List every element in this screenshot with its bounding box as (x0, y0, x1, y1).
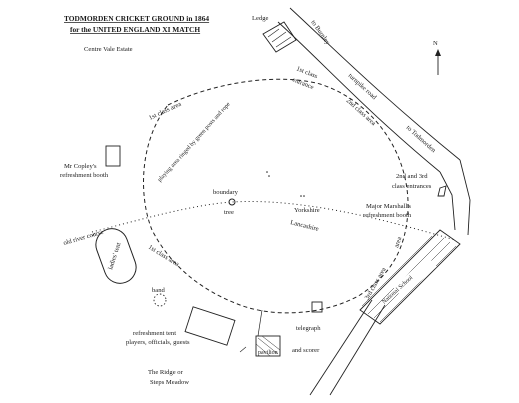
map-title: TODMORDEN CRICKET GROUND in 1864 (64, 14, 209, 23)
marshall-label-2: refreshment booth (363, 212, 412, 219)
entrances-label-2: class entrances (392, 183, 432, 190)
pavilion-label: pavilion (258, 350, 278, 356)
refresh-tent-label-2: players, officials, guests (126, 339, 190, 346)
copley-label-2: refreshment booth (60, 172, 109, 179)
boundary-label: boundary (213, 189, 239, 196)
ledge-label: Ledge (252, 15, 269, 22)
entrances-label-1: 2nd and 3rd (396, 173, 428, 180)
copley-label-1: Mr Copley's (64, 163, 97, 170)
telegraph-marker (311, 301, 323, 313)
ledge-building (262, 21, 297, 53)
copley-booth-marker (105, 145, 121, 167)
tree-label: tree (224, 209, 234, 216)
field-dots (266, 171, 305, 197)
map-paper (58, 3, 458, 400)
boundary-tree-icon (228, 198, 236, 206)
pavilion-building (255, 335, 281, 357)
area-label-right: area (393, 236, 403, 249)
estate-label: Centre Vale Estate (84, 46, 133, 53)
telegraph-label-1: telegraph (296, 325, 321, 332)
refreshment-tent-marker (184, 306, 236, 346)
telegraph-label-2: and scorer (292, 347, 320, 354)
left-marks (91, 232, 247, 353)
band-label: band (152, 287, 166, 294)
ridge-label-1: The Ridge or (148, 369, 184, 376)
ladies-tent (95, 228, 137, 284)
national-school-building (359, 229, 461, 325)
north-label: N (433, 40, 438, 47)
yorkshire-label: Yorkshire (294, 207, 320, 214)
ridge-label-2: Steps Meadow (150, 379, 189, 386)
north-arrow-icon (435, 49, 441, 75)
refresh-tent-label-1: refreshment tent (133, 330, 176, 337)
marshall-label-1: Major Marshall's (366, 203, 411, 210)
pavilion-path (257, 309, 263, 337)
playing-area-boundary (143, 78, 409, 314)
band-stand-icon (153, 293, 167, 307)
old-river-course-line (91, 201, 456, 241)
map-subtitle: for the UNITED ENGLAND XI MATCH (70, 25, 200, 34)
marshall-booth-marker (437, 185, 447, 197)
